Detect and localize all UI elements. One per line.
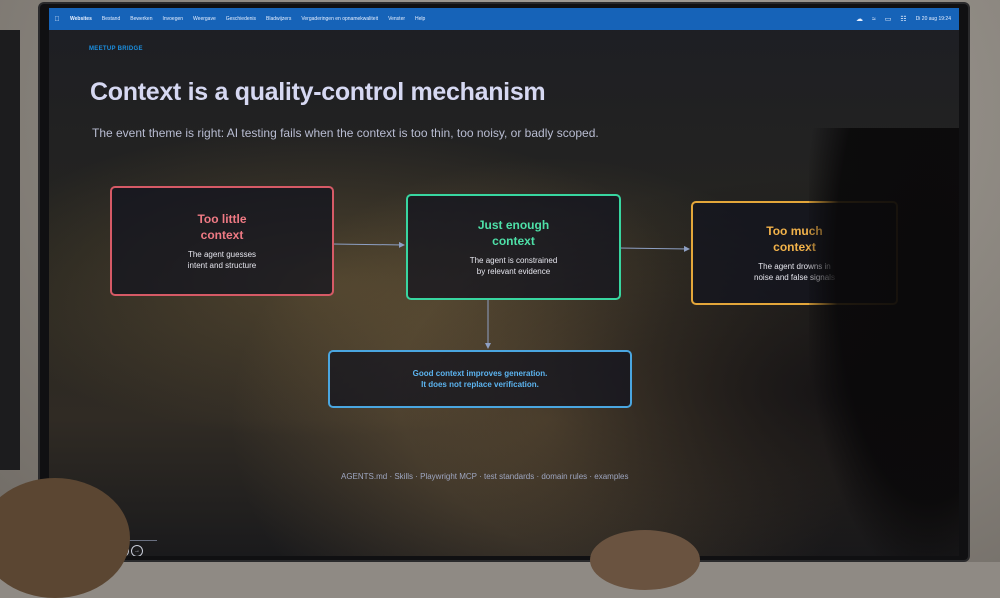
- next-slide-icon[interactable]: →: [131, 545, 143, 556]
- menu-item-bestand[interactable]: Bestand: [101, 16, 121, 22]
- slide-subtitle: The event theme is right: AI testing fai…: [92, 126, 599, 140]
- wall-panel: [0, 30, 20, 470]
- slide-footer: AGENTS.md · Skills · Playwright MCP · te…: [341, 472, 629, 481]
- box-just-enough-context: Just enough context The agent is constra…: [406, 194, 621, 300]
- menu-item-invoegen[interactable]: Invoegen: [162, 16, 184, 22]
- menu-item-venster[interactable]: Venster: [388, 16, 406, 22]
- menu-item-bewerken[interactable]: Bewerken: [130, 16, 153, 22]
- menu-bar:  Websites Bestand Bewerken Invoegen Wee…: [49, 8, 959, 30]
- box-title-line: Too little: [197, 212, 247, 226]
- audience-head: [590, 530, 700, 590]
- apple-icon[interactable]: : [49, 16, 65, 23]
- box-title-line: Too much: [766, 224, 823, 238]
- status-area: ☁ ≈ ▭ ☷ Di 20 aug 19:24: [855, 15, 959, 24]
- presentation-screen:  Websites Bestand Bewerken Invoegen Wee…: [49, 8, 959, 556]
- slide-progress-line: [117, 540, 157, 541]
- menu-item-weergave[interactable]: Weergave: [193, 16, 216, 22]
- audience-silhouette: [809, 128, 959, 556]
- box-desc-line: The agent is constrained: [469, 256, 558, 265]
- box-desc-line: The agent drowns in: [758, 262, 831, 271]
- box-title-line: Just enough: [477, 218, 550, 232]
- menu-item-bladwijzers[interactable]: Bladwijzers: [266, 16, 292, 22]
- arrow-little-to-just: [331, 241, 405, 248]
- box-desc-line: by relevant evidence: [476, 267, 551, 276]
- box-title-line: context: [200, 228, 244, 242]
- arrow-just-to-much: [618, 245, 690, 252]
- box-good-context: Good context improves generation. It doe…: [328, 350, 632, 408]
- box-desc-line: The agent guesses: [187, 250, 257, 259]
- slide-title: Context is a quality-control mechanism: [90, 78, 546, 106]
- control-center-icon[interactable]: ☷: [900, 16, 907, 23]
- menu-item-websites[interactable]: Websites: [70, 16, 92, 22]
- menu-item-help[interactable]: Help: [415, 16, 426, 22]
- box-desc-line: intent and structure: [187, 261, 257, 270]
- tv-bezel:  Websites Bestand Bewerken Invoegen Wee…: [40, 4, 968, 560]
- box-title-line: context: [773, 240, 816, 254]
- box-title-line: context: [492, 234, 535, 248]
- box-desc-line: Good context improves generation.: [412, 369, 548, 378]
- box-too-little-context: Too little context The agent guesses int…: [110, 186, 334, 296]
- box-desc-line: noise and false signals: [754, 273, 835, 282]
- menu-items: Websites Bestand Bewerken Invoegen Weerg…: [65, 16, 430, 22]
- menu-item-geschiedenis[interactable]: Geschiedenis: [225, 16, 257, 22]
- slide-eyebrow: MEETUP BRIDGE: [89, 46, 143, 52]
- wifi-icon[interactable]: ≈: [871, 15, 876, 23]
- box-desc-line: It does not replace verification.: [421, 380, 539, 389]
- battery-icon[interactable]: ▭: [884, 16, 892, 23]
- menubar-datetime[interactable]: Di 20 aug 19:24: [915, 16, 951, 22]
- creative-cloud-icon[interactable]: ☁: [855, 16, 863, 23]
- menu-item-vergaderingen[interactable]: Vergaderingen en opnamekwaliteit: [301, 16, 379, 22]
